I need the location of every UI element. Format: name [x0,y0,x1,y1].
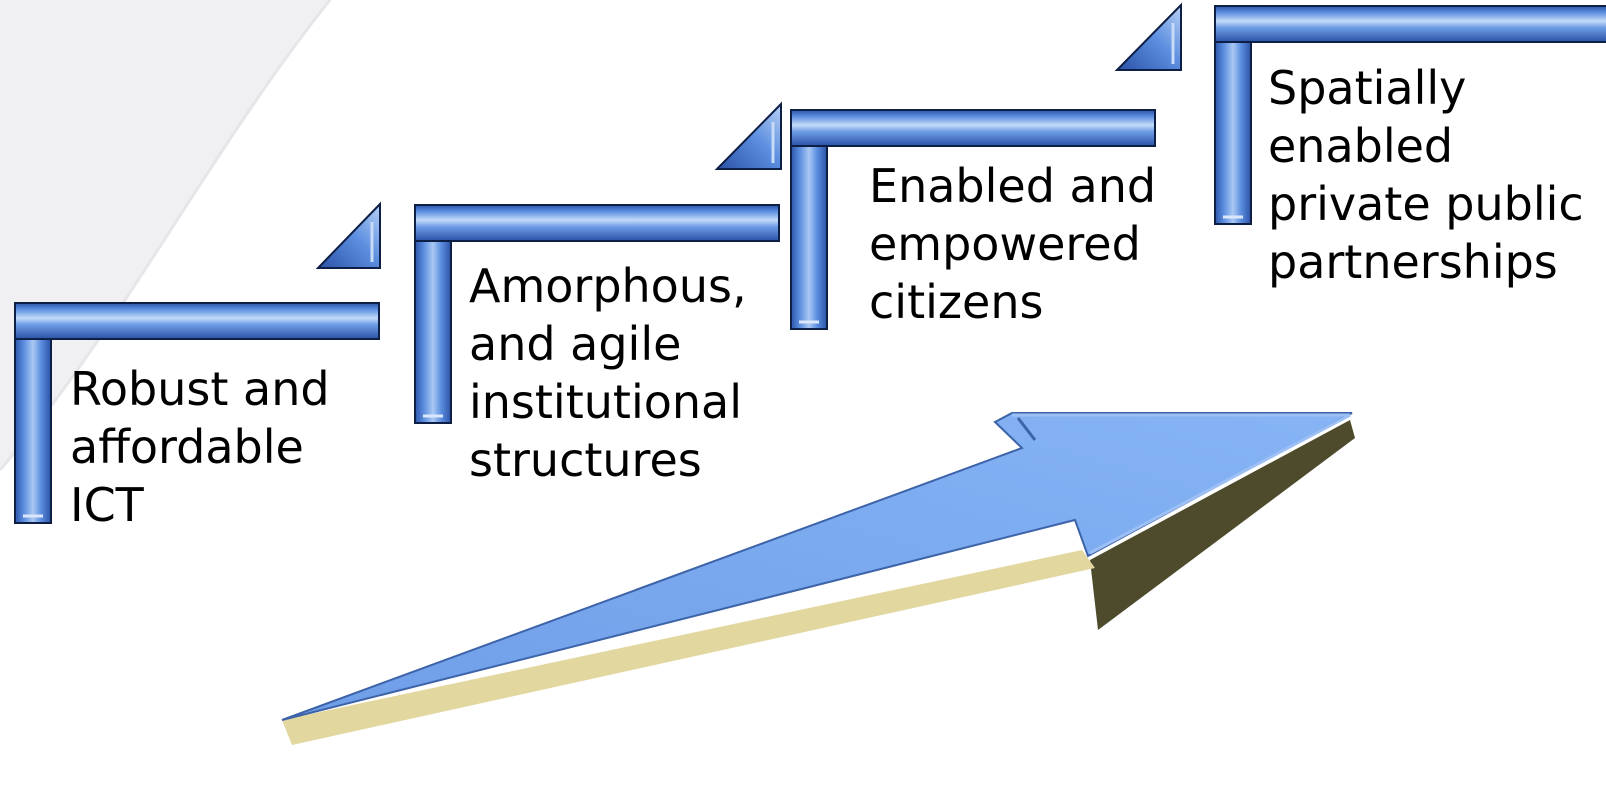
step-bracket-1 [14,302,380,524]
arrow-top-surface [281,412,1353,721]
step-corner-triangle-1 [315,201,381,269]
step-3-label: Enabled and empowered citizens [869,159,1157,329]
step-corner-triangle-2 [714,101,782,170]
step-1-label: Robust and affordable ICT [70,362,330,532]
step-corner-triangle-3 [1114,2,1182,71]
step-bracket-3 [790,109,1156,330]
step-2-label: Amorphous, and agile institutional struc… [469,259,747,487]
step-bracket-2 [414,204,780,424]
step-bracket-4 [1214,5,1606,225]
step-4-label: Spatially enabled private public partner… [1268,61,1584,289]
